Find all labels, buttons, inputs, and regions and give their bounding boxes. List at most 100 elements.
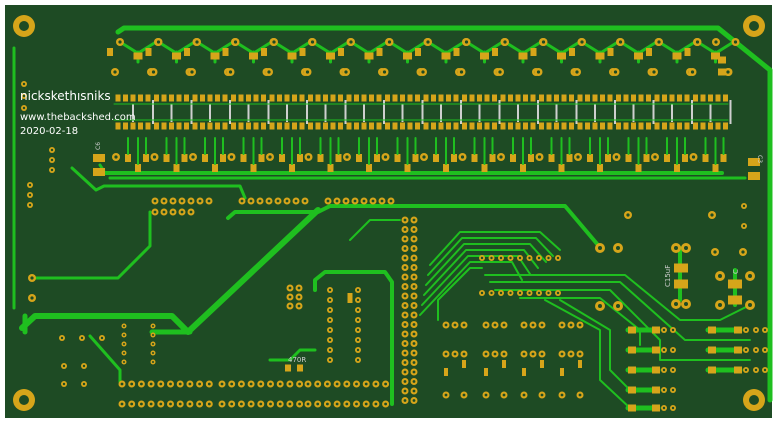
resistor-pad-top bbox=[438, 94, 444, 102]
output-smd bbox=[628, 404, 636, 412]
resistor-pad-top bbox=[238, 94, 244, 102]
pad-hole bbox=[162, 210, 166, 214]
pad-hole bbox=[355, 382, 358, 386]
trace-transistor bbox=[677, 40, 697, 54]
resistor-pad-bottom bbox=[723, 122, 728, 130]
pad-hole bbox=[326, 402, 329, 406]
pad-hole bbox=[240, 199, 244, 203]
resistor-pad-top bbox=[161, 94, 167, 102]
resistor-pad-bottom bbox=[631, 122, 636, 130]
output-smd bbox=[652, 386, 660, 394]
output-smd bbox=[708, 326, 716, 334]
pad-hole bbox=[403, 361, 407, 364]
pad-hole bbox=[502, 323, 506, 327]
pad-hole bbox=[462, 393, 466, 397]
driver-smd bbox=[597, 164, 603, 172]
pad-hole bbox=[671, 328, 675, 332]
driver-smd bbox=[202, 154, 208, 162]
pad-hole bbox=[403, 389, 407, 393]
pad-hole bbox=[230, 402, 234, 406]
transistor-smd bbox=[326, 52, 335, 60]
pad-hole bbox=[748, 303, 752, 307]
resistor-pad-top bbox=[684, 94, 690, 102]
pad-hole bbox=[653, 155, 657, 159]
transistor-smd bbox=[569, 48, 575, 56]
driver-smd bbox=[548, 154, 555, 162]
resistor-pad-top bbox=[662, 94, 667, 102]
resistor-pad-bottom bbox=[693, 122, 698, 130]
pad-hole bbox=[536, 70, 541, 74]
pad-hole bbox=[412, 380, 416, 383]
pad-hole bbox=[412, 389, 416, 393]
pad-hole bbox=[249, 199, 253, 203]
driver-smd bbox=[366, 164, 372, 172]
driver-smd bbox=[643, 154, 650, 162]
pad-hole bbox=[412, 342, 416, 345]
trace-main-diag bbox=[19, 207, 321, 335]
driver-smd bbox=[489, 154, 496, 162]
pad-hole bbox=[528, 291, 531, 295]
pad-hole bbox=[726, 70, 730, 74]
pad-hole bbox=[493, 352, 497, 356]
pad-hole bbox=[412, 370, 416, 374]
pad-hole bbox=[662, 406, 666, 410]
pad-hole bbox=[269, 382, 272, 386]
pad-hole bbox=[684, 302, 688, 306]
pad-hole bbox=[459, 70, 464, 74]
pad-hole bbox=[191, 155, 195, 159]
board-substrate bbox=[5, 5, 772, 418]
output-smd bbox=[708, 346, 716, 354]
transistor-smd bbox=[222, 48, 229, 56]
resistor-pad-top bbox=[477, 94, 482, 102]
trace-transistor bbox=[138, 40, 158, 54]
resistor-pad-bottom bbox=[453, 122, 459, 130]
resistor-pad-top bbox=[646, 94, 651, 102]
trace-transistor bbox=[254, 40, 273, 54]
resistor-pad-bottom bbox=[592, 122, 598, 130]
pad-hole bbox=[531, 352, 535, 356]
pad-hole bbox=[444, 323, 448, 327]
pad-hole bbox=[763, 368, 767, 372]
pad-hole bbox=[741, 250, 745, 254]
trace-transistor bbox=[600, 40, 620, 54]
pad-hole bbox=[613, 70, 618, 74]
pad-hole bbox=[382, 70, 387, 74]
pad-hole bbox=[152, 155, 157, 159]
pad-hole bbox=[484, 352, 488, 356]
pad-hole bbox=[328, 328, 332, 332]
transistor-smd bbox=[299, 48, 306, 56]
cap-c-label: C bbox=[732, 269, 740, 274]
pad-hole bbox=[518, 291, 522, 295]
resistor-pad-top bbox=[530, 94, 536, 102]
resistor-pad-top bbox=[607, 94, 613, 102]
trace-transistor bbox=[369, 40, 389, 54]
driver-smd bbox=[664, 154, 670, 162]
resistor-pad-bottom bbox=[400, 122, 405, 130]
resistor-pad-bottom bbox=[392, 122, 398, 130]
pad-hole bbox=[153, 210, 157, 214]
pad-hole bbox=[540, 352, 544, 356]
pad-hole bbox=[335, 382, 339, 386]
pad-hole bbox=[718, 303, 722, 307]
pad-hole bbox=[356, 358, 360, 362]
resistor-pad-bottom bbox=[446, 122, 451, 130]
pad-hole bbox=[50, 158, 54, 162]
trace-bundle-2 bbox=[427, 237, 554, 276]
resistor-pad-bottom bbox=[145, 122, 151, 130]
resistor-body bbox=[383, 100, 385, 124]
website-label: www.thebackshed.com bbox=[20, 112, 136, 123]
pad-hole bbox=[180, 199, 184, 203]
resistor-pad-top bbox=[176, 94, 182, 102]
pad-hole bbox=[528, 256, 531, 260]
pad-hole bbox=[207, 402, 211, 406]
pad-hole bbox=[258, 199, 262, 203]
driver-smd bbox=[443, 164, 449, 172]
pad-hole bbox=[50, 148, 54, 152]
pad-hole bbox=[353, 199, 357, 203]
transistor-smd bbox=[364, 52, 374, 60]
resistor-pad-bottom bbox=[130, 122, 136, 130]
driver-smd bbox=[279, 154, 285, 162]
pad-hole bbox=[671, 388, 675, 392]
resistor-body bbox=[517, 104, 519, 122]
